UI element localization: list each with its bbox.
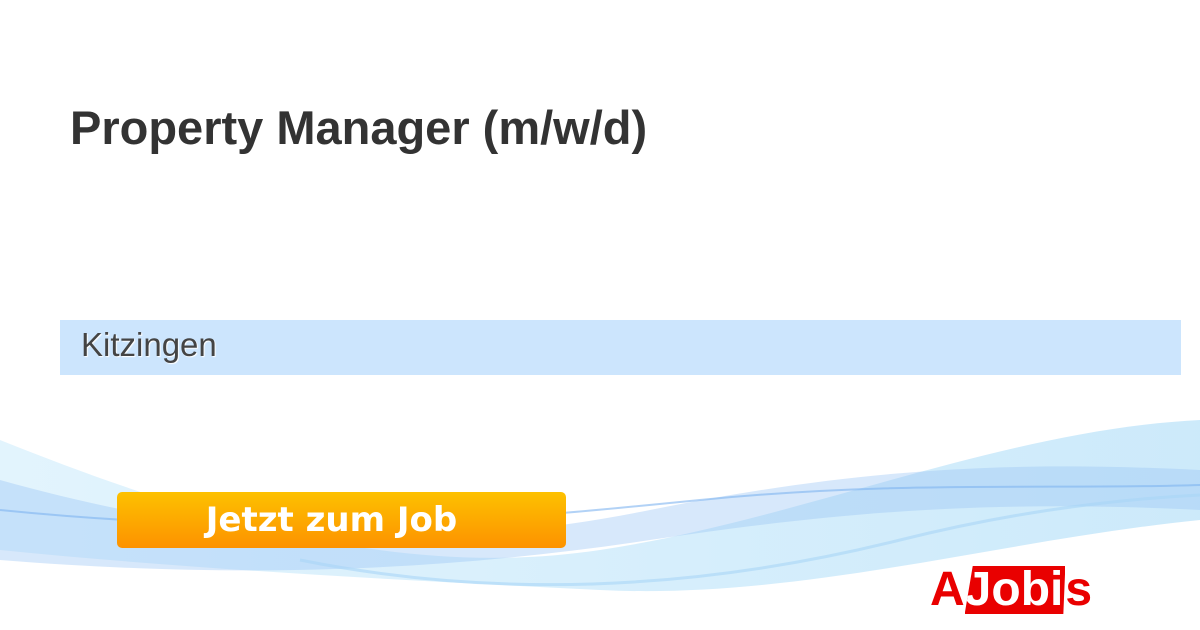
job-title: Property Manager (m/w/d) [70,101,648,154]
logo-box: Jobi [964,563,1066,616]
logo-s: s [1065,563,1093,616]
apply-button[interactable]: Jetzt zum Job [117,492,566,548]
logo-a: A [930,563,965,616]
location-bar: Kitzingen [60,320,1181,375]
ajobis-logo: AJobis [930,566,1092,614]
location-text: Kitzingen [81,326,217,363]
